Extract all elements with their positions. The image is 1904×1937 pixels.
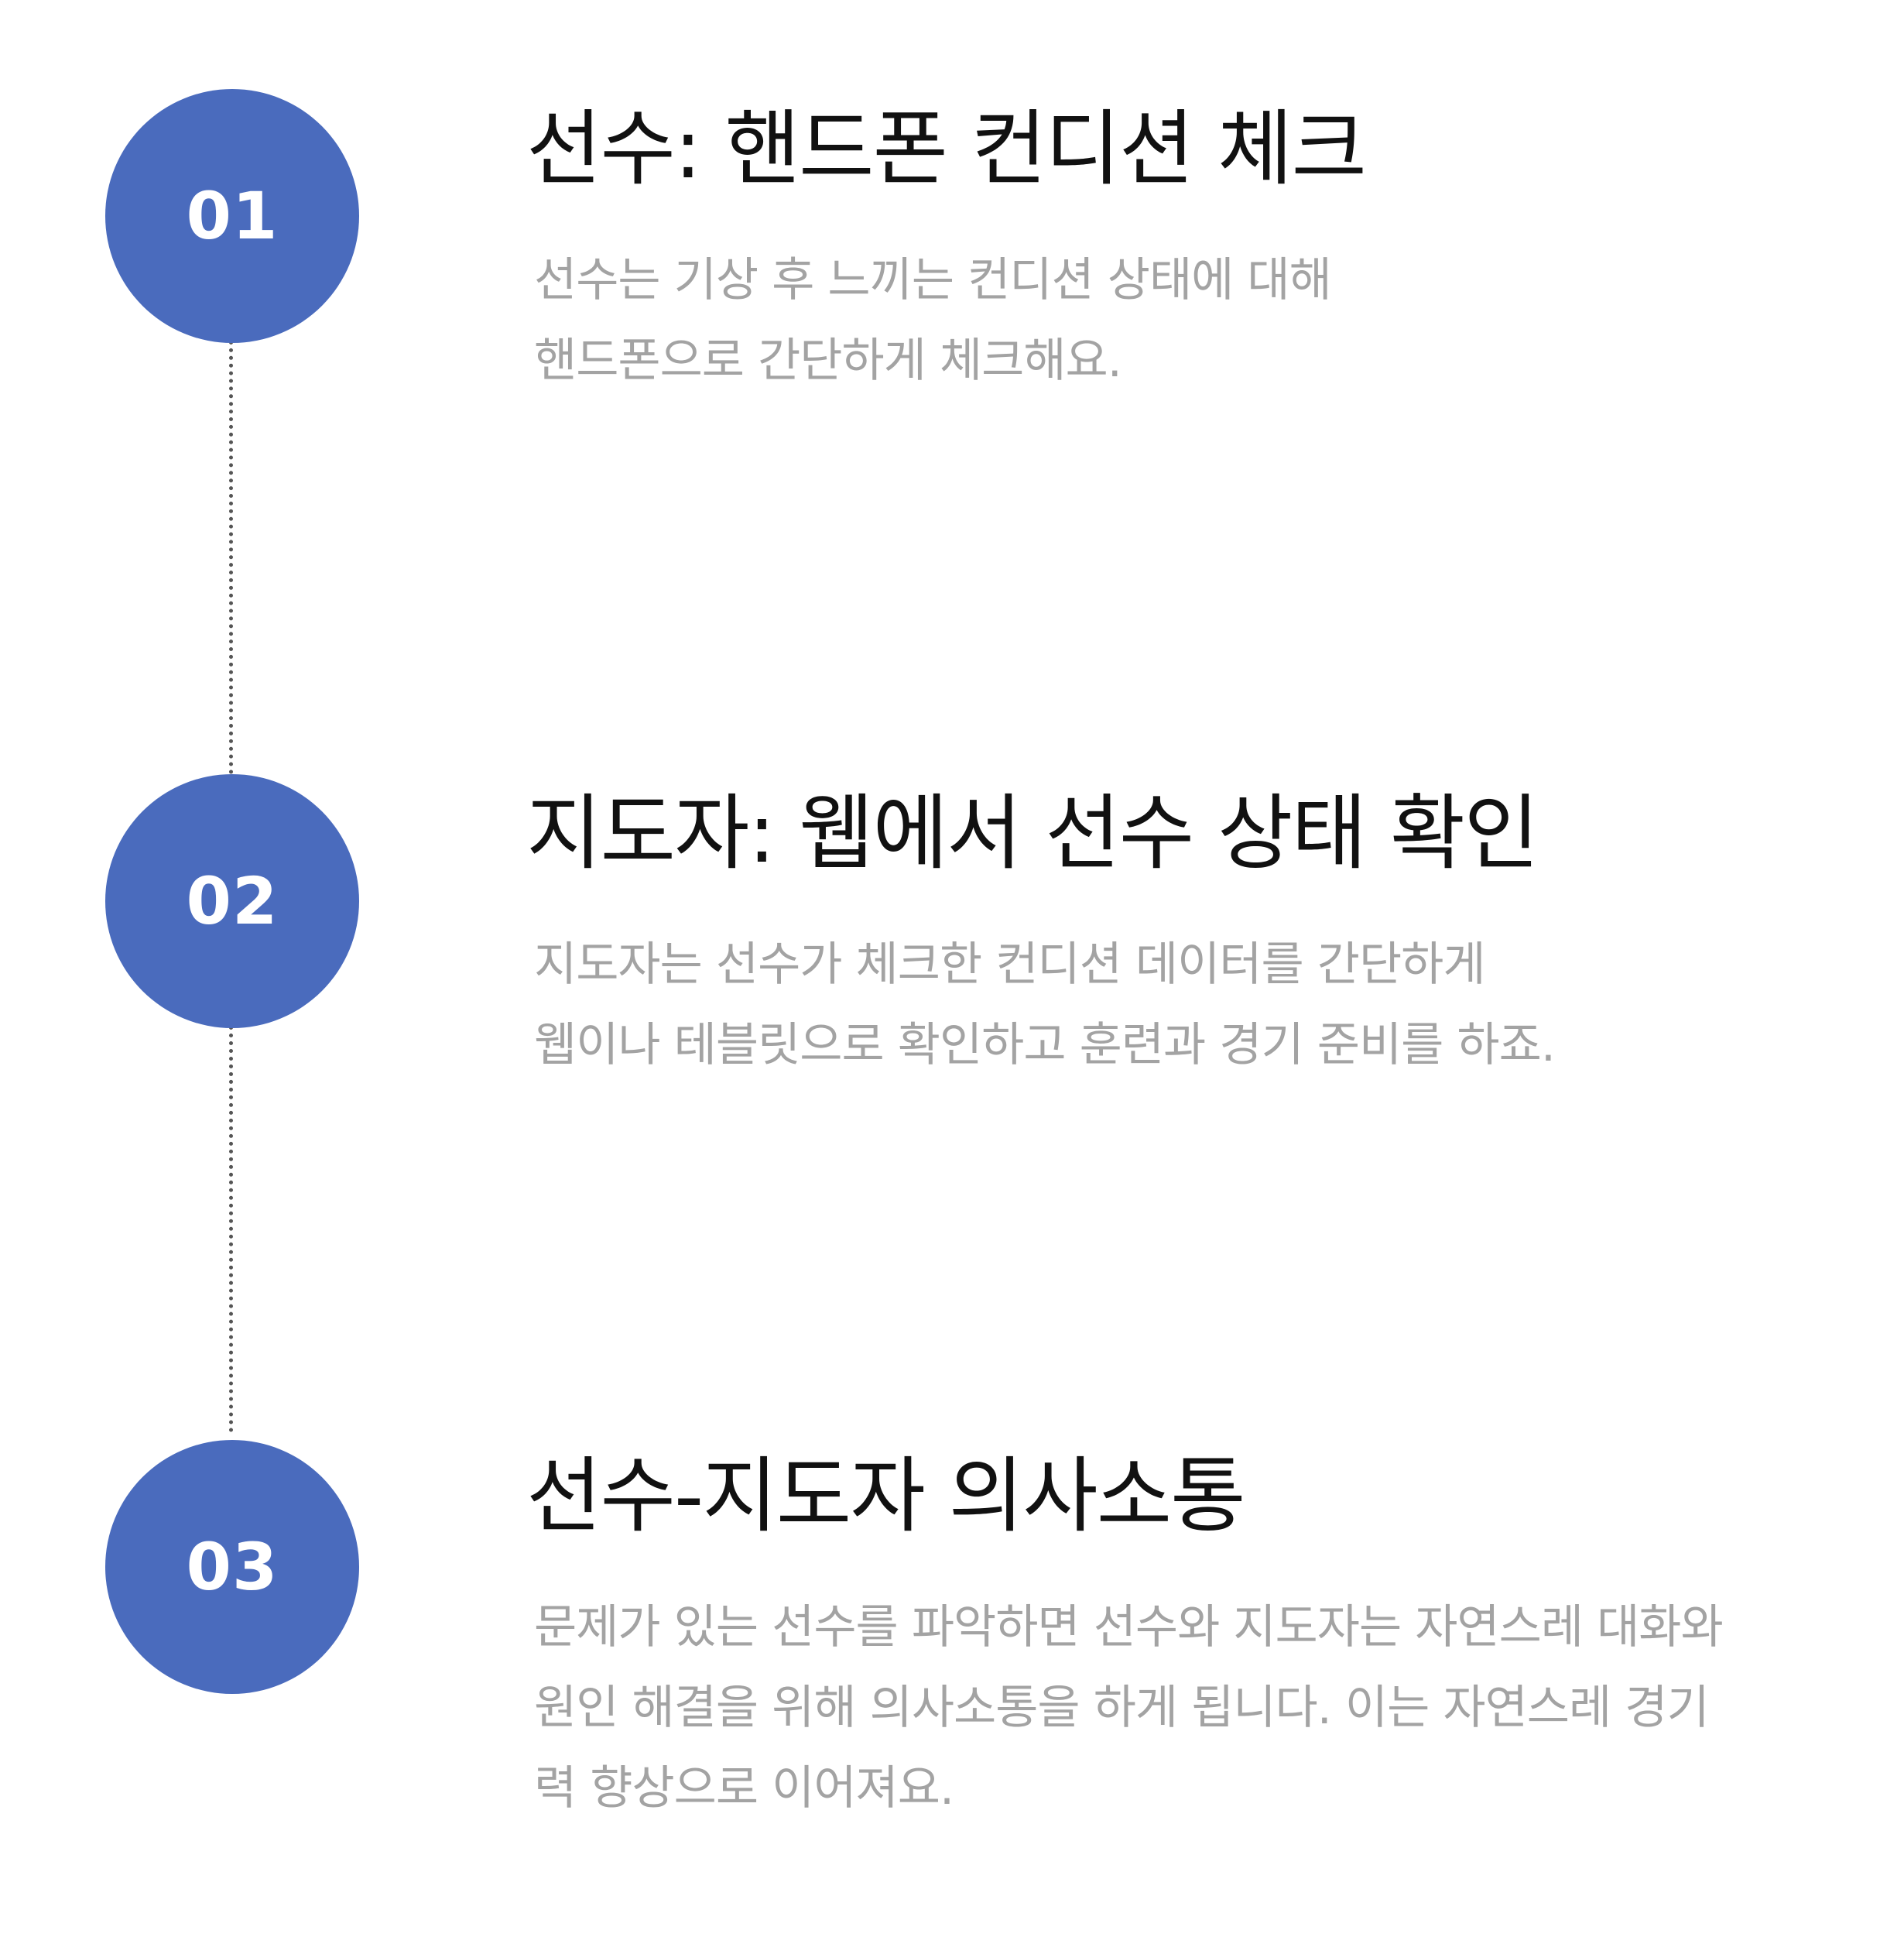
step-description-line: 웹이나 테블릿으로 확인하고 훈련과 경기 준비를 하죠. [534, 1018, 1556, 1072]
step-description: 선수는 기상 후 느끼는 컨디션 상태에 대해 핸드폰으로 간단하게 체크해요. [534, 240, 1842, 401]
step-number: 02 [186, 863, 279, 939]
step-description-line: 력 향상으로 이어져요. [534, 1761, 954, 1815]
step-content: 선수: 핸드폰 컨디션 체크 선수는 기상 후 느끼는 컨디션 상태에 대해 핸… [526, 99, 1842, 401]
step-title: 선수: 핸드폰 컨디션 체크 [526, 101, 1367, 197]
step-description-line: 원인 해결을 위해 의사소통을 하게 됩니다. 이는 자연스레 경기 [534, 1681, 1710, 1735]
step-number-badge: 03 [105, 1440, 359, 1694]
timeline-connector [229, 341, 233, 774]
step-number: 01 [186, 178, 279, 254]
step-description: 문제가 있는 선수를 파악하면 선수와 지도자는 자연스레 대화와 원인 해결을… [534, 1587, 1842, 1829]
step-title: 지도자: 웹에서 선수 상태 확인 [526, 786, 1539, 881]
step-title: 선수-지도자 의사소통 [526, 1448, 1246, 1544]
step-content: 선수-지도자 의사소통 문제가 있는 선수를 파악하면 선수와 지도자는 자연스… [526, 1446, 1842, 1829]
step-description-line: 문제가 있는 선수를 파악하면 선수와 지도자는 자연스레 대화와 [534, 1600, 1724, 1654]
step-number-badge: 02 [105, 774, 359, 1028]
timeline-connector [229, 1026, 233, 1432]
step-number-badge: 01 [105, 89, 359, 343]
step-description-line: 지도자는 선수가 체크한 컨디션 데이터를 간단하게 [534, 938, 1486, 992]
step-number: 03 [186, 1529, 279, 1605]
step-description: 지도자는 선수가 체크한 컨디션 데이터를 간단하게 웹이나 테블릿으로 확인하… [534, 924, 1842, 1085]
step-description-line: 선수는 기상 후 느끼는 컨디션 상태에 대해 [534, 253, 1332, 307]
step-description-line: 핸드폰으로 간단하게 체크해요. [534, 334, 1122, 388]
step-content: 지도자: 웹에서 선수 상태 확인 지도자는 선수가 체크한 컨디션 데이터를 … [526, 783, 1842, 1085]
